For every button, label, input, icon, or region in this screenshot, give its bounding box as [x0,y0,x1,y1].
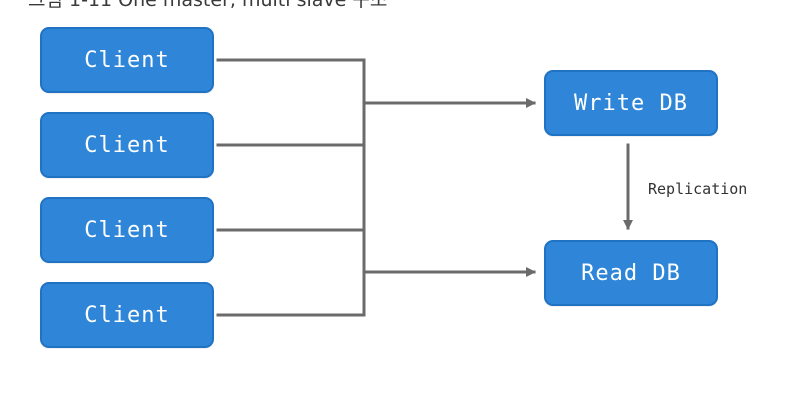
replication-label: Replication [648,180,748,198]
read-db-node: Read DB [544,240,718,306]
client-label: Client [84,302,170,328]
read-db-label: Read DB [581,260,681,286]
client-label: Client [84,132,170,158]
write-db-node: Write DB [544,70,718,136]
figure-caption: 그림 1-11 One master, multi slave 구조 [28,0,388,11]
client-node: Client [40,112,214,178]
client-label: Client [84,47,170,73]
client-node: Client [40,282,214,348]
client-node: Client [40,197,214,263]
client-node: Client [40,27,214,93]
write-db-label: Write DB [574,90,688,116]
client-label: Client [84,217,170,243]
